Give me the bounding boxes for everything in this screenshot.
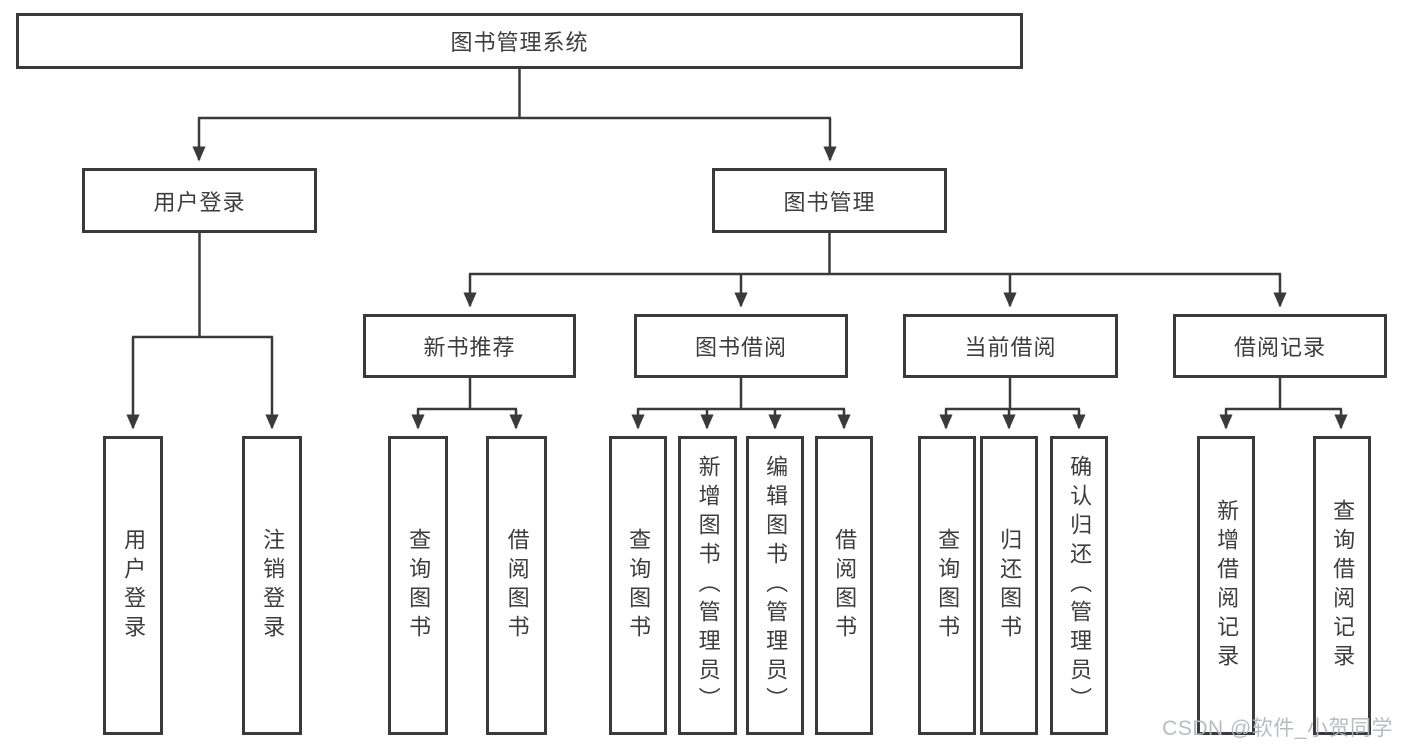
leaf-label: 确认归还（管理员） bbox=[1067, 455, 1093, 716]
leaf-edit-book-admin: 编辑图书（管理员） bbox=[746, 436, 804, 735]
node-label: 当前借阅 bbox=[964, 335, 1057, 360]
node-library-system: 图书管理系统 bbox=[16, 13, 1023, 69]
leaf-label: 查询图书 bbox=[935, 527, 961, 644]
leaf-recommend-borrow-book: 借阅图书 bbox=[486, 436, 547, 735]
node-book-borrow: 图书借阅 bbox=[634, 314, 848, 378]
leaf-label: 查询图书 bbox=[626, 527, 652, 644]
leaf-query-borrow-record: 查询借阅记录 bbox=[1313, 436, 1371, 735]
leaf-borrow-query-book: 查询图书 bbox=[609, 436, 667, 735]
node-label: 图书管理系统 bbox=[450, 30, 589, 55]
leaf-label: 归还图书 bbox=[997, 527, 1023, 644]
leaf-label: 新增借阅记录 bbox=[1214, 498, 1240, 673]
node-current-borrow: 当前借阅 bbox=[903, 314, 1118, 378]
node-book-management: 图书管理 bbox=[712, 168, 947, 233]
leaf-label: 查询借阅记录 bbox=[1330, 498, 1356, 673]
node-label: 借阅记录 bbox=[1233, 335, 1326, 360]
node-label: 用户登录 bbox=[153, 189, 246, 215]
leaf-user-login: 用户登录 bbox=[103, 436, 163, 735]
node-user-login: 用户登录 bbox=[82, 168, 317, 233]
leaf-logout: 注销登录 bbox=[242, 436, 302, 735]
leaf-borrow-borrow-book: 借阅图书 bbox=[815, 436, 873, 735]
leaf-label: 借阅图书 bbox=[504, 527, 530, 644]
leaf-current-query-book: 查询图书 bbox=[918, 436, 976, 735]
node-new-book-recommend: 新书推荐 bbox=[363, 314, 576, 378]
csdn-watermark: CSDN @软件_小贺同学 bbox=[1162, 717, 1393, 740]
leaf-label: 注销登录 bbox=[260, 527, 286, 644]
leaf-label: 借阅图书 bbox=[832, 527, 858, 644]
leaf-return-book: 归还图书 bbox=[980, 436, 1038, 735]
node-label: 图书管理 bbox=[783, 189, 876, 215]
leaf-label: 查询图书 bbox=[406, 527, 432, 644]
leaf-confirm-return-admin: 确认归还（管理员） bbox=[1050, 436, 1108, 735]
node-borrow-records: 借阅记录 bbox=[1173, 314, 1387, 378]
leaf-label: 新增图书（管理员） bbox=[695, 455, 721, 716]
leaf-recommend-query-book: 查询图书 bbox=[388, 436, 448, 735]
leaf-label: 用户登录 bbox=[121, 527, 147, 644]
leaf-add-book-admin: 新增图书（管理员） bbox=[678, 436, 737, 735]
leaf-add-borrow-record: 新增借阅记录 bbox=[1197, 436, 1255, 735]
leaf-label: 编辑图书（管理员） bbox=[763, 455, 789, 716]
node-label: 新书推荐 bbox=[423, 335, 516, 360]
node-label: 图书借阅 bbox=[694, 335, 787, 360]
